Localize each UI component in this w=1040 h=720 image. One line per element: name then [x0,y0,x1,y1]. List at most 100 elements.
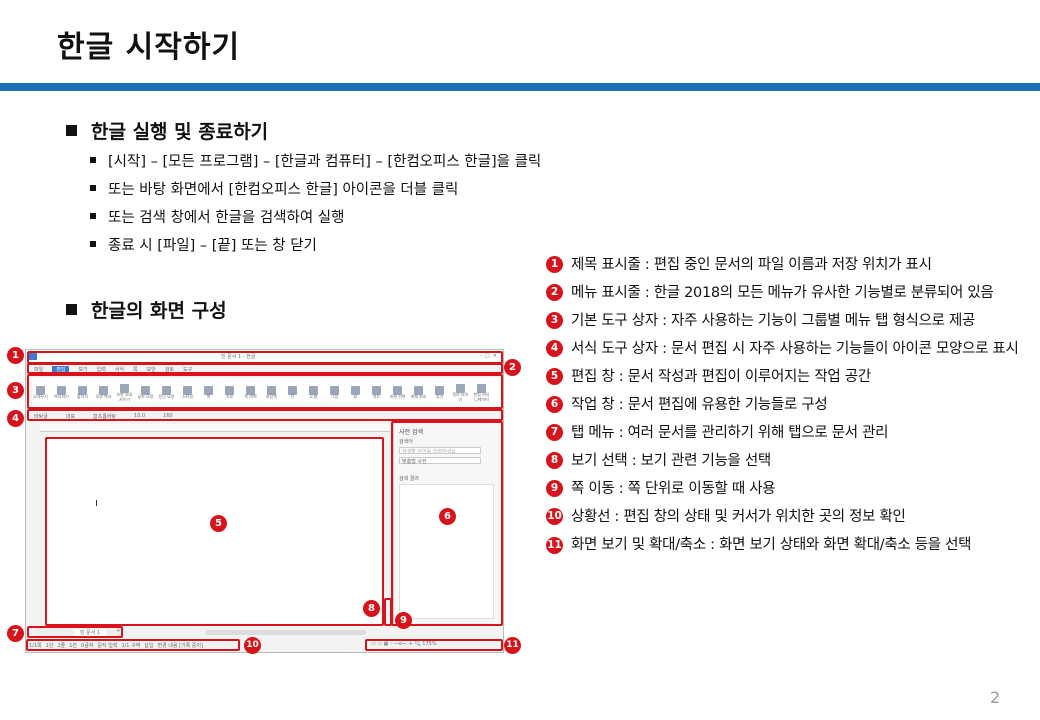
callout-box-zoom [365,639,503,651]
callout-2: 2 [504,359,521,376]
edit-area[interactable] [46,439,383,625]
format-control[interactable]: 10.0 [134,413,146,419]
tool-icon [288,386,297,396]
tool-label: 모양 복사 [95,394,112,400]
legend-number: 10 [546,508,563,525]
tool-label: 바탕쪽 [265,394,278,400]
status-item[interactable]: 삽입 [144,643,154,649]
ribbon-button[interactable]: 글자 모양 [137,386,154,400]
zoom-controls[interactable]: ▭ ▭ ▦ – —o— + 🔍 175% [371,641,437,647]
format-control[interactable]: 대표 [65,413,76,420]
tool-icon [204,386,213,396]
ribbon-button[interactable]: 개체 선택 [389,386,406,400]
menu-item[interactable]: 서식 [114,367,125,373]
ribbon-button[interactable]: 문단 모양 [158,386,175,400]
menu-item[interactable]: 쪽 [133,367,138,373]
status-item[interactable]: 1단 [45,643,54,649]
status-item[interactable]: 1줄 [57,643,66,649]
ribbon-button[interactable]: 찾아 바꾸기 [452,384,469,402]
window-title: 빈 문서 1 - 한글 [221,354,256,360]
ribbon-button[interactable]: 가로 [221,386,238,400]
ribbon-button[interactable]: 도형 [305,386,322,400]
callout-3: 3 [7,382,24,399]
bullet: 종료 시 [파일] – [끝] 또는 창 닫기 [90,234,317,255]
menu-item[interactable]: 검토 [164,367,175,373]
menu-item[interactable]: 도구 [183,367,193,373]
ribbon-button[interactable]: 쪽 여백 [242,386,259,400]
dictionary-select[interactable]: 맞춤법 사전 [399,457,481,465]
ribbon-button[interactable]: 그림 [326,386,343,400]
callout-1: 1 [7,347,24,364]
legend-number: 7 [546,424,563,441]
tool-label: 도형 [309,394,318,400]
status-item[interactable]: 변경 내용 [기록 중지] [157,643,203,649]
ribbon-button[interactable]: 쪽 [200,386,217,400]
format-control[interactable]: 함초롬바탕 [93,413,117,420]
result-label: 검색 결과 [399,476,419,482]
callout-box-tab-menu [27,626,123,638]
ribbon-button[interactable]: 개체 보호 [410,386,427,400]
legend-number: 8 [546,452,563,469]
ribbon-button[interactable]: 오려두기 [32,386,49,400]
callout-11: 11 [504,637,521,654]
ruler [40,424,390,432]
menu-item[interactable]: 편집 [52,366,70,373]
tool-icon [414,386,423,396]
legend-number: 4 [546,340,563,357]
menu-item[interactable]: 파일 [34,367,44,373]
tool-label: 한컴 커뮤니케이터 [473,392,490,402]
ribbon-button[interactable]: 모양 복사 [95,386,112,400]
callout-10: 10 [244,637,261,654]
bullet-text: 또는 검색 창에서 한글을 검색하여 실행 [108,210,345,226]
callout-8: 8 [363,600,380,617]
add-tab-icon[interactable]: + [116,628,121,634]
tool-icon [309,386,318,396]
tool-icon [162,386,171,396]
status-item[interactable]: 1/1 구역 [121,643,141,649]
ribbon-button[interactable]: 스타일 [179,386,196,400]
dictionary-search-input[interactable]: 검색할 단어를 입력하세요 [399,447,481,454]
ribbon-button[interactable]: 단 [284,386,301,400]
ribbon-button[interactable]: 바탕쪽 [263,386,280,400]
status-item[interactable]: 0글자 [81,643,94,649]
tool-icon [120,384,129,393]
tool-icon [183,386,192,396]
legend-text: 메뉴 표시줄 : 한글 2018의 모든 메뉴가 유사한 기능별로 분류되어 있… [571,285,994,301]
ribbon-button[interactable]: 표 [347,386,364,400]
section-heading-launch: 한글 실행 및 종료하기 [66,117,268,144]
status-item[interactable]: 1칸 [69,643,78,649]
status-item[interactable]: 문자 입력 [97,643,118,649]
menu-item[interactable]: 보안 [146,367,156,373]
callout-box-task-pane [391,421,503,626]
callout-5: 5 [210,515,227,532]
menu-item[interactable]: 보기 [78,367,88,373]
document-tab[interactable]: 빈 문서 1 [74,629,107,636]
ribbon-button[interactable]: 붙이기 [74,386,91,400]
menu-item[interactable]: 입력 [96,367,106,373]
ribbon-button[interactable]: 찾기 [431,386,448,400]
legend-number: 6 [546,396,563,413]
ribbon-button[interactable]: 한컴 커뮤니케이터 [473,384,490,402]
callout-box-menu-bar [27,363,503,374]
horizontal-scrollbar[interactable] [206,630,366,635]
tool-label: 찾기 [435,394,444,400]
ribbon-button[interactable]: 복사하기 [53,386,70,400]
format-control[interactable]: 바탕글 [34,413,48,420]
window-controls: – □ × [479,353,497,359]
format-control[interactable]: 160 [163,413,173,419]
tool-icon [267,386,276,396]
callout-box-format-bar [27,409,503,421]
status-item[interactable]: 1/1쪽 [29,643,42,649]
callout-box-status-bar [26,639,240,651]
legend-text: 기본 도구 상자 : 자주 사용하는 기능이 그룹별 메뉴 탭 형식으로 제공 [571,313,976,329]
ribbon-button[interactable]: 차트 [368,386,385,400]
ribbon-button[interactable]: 조판 부호 지우기 [116,384,133,402]
heading-text: 한글 실행 및 종료하기 [91,121,269,143]
tool-icon [435,386,444,396]
